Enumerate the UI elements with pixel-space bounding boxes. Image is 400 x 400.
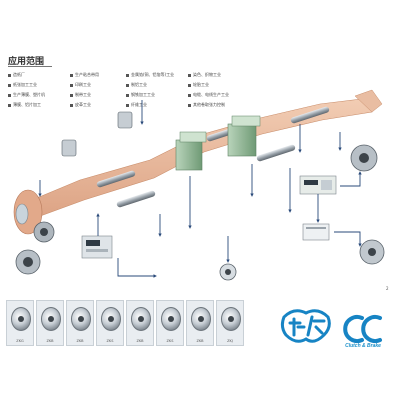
product-label: ZKB [136,339,144,343]
product-thumb[interactable]: ZKJ [216,300,244,346]
application-item: 电缆、电线生产工业 [188,92,229,98]
motor-icon [61,139,77,157]
product-thumb[interactable]: ZKG [6,300,34,346]
hub [198,316,204,322]
application-item: 其他卷取张力控制 [188,102,225,108]
product-label: ZKB [76,339,84,343]
dot-icon [70,83,73,87]
application-item: 制带工业 [70,92,91,98]
application-item: 制铝工业 [126,82,147,88]
product-thumb[interactable]: ZKB [66,300,94,346]
application-item: 轮胎工业 [188,82,209,88]
application-item: 染色、织物工业 [188,72,221,78]
hub [168,316,174,322]
product-thumb[interactable]: ZKB [126,300,154,346]
clutch-disc-icon [15,249,41,275]
dot-icon [126,93,129,97]
product-gallery: ZKG ZKB ZKB ZKS ZKB ZKS ZKB ZKJ [6,300,256,348]
application-item: 金属箔(铜、铝箔等)工业 [126,72,174,78]
dot-icon [188,83,191,87]
dot-icon [126,103,129,107]
application-item: 生产粘合带用 [70,72,99,78]
roller-icon [116,190,156,208]
product-thumb[interactable]: ZKB [186,300,214,346]
dot-icon [126,73,129,77]
processing-machine [227,115,261,157]
roller-icon [96,170,136,188]
application-item: 钢铁加工工业 [126,92,155,98]
product-label: ZKG [16,339,24,343]
product-label: ZKS [166,339,174,343]
application-item: 纤维工业 [126,102,147,108]
product-label: ZKB [46,339,54,343]
dot-icon [188,73,191,77]
application-list: 造纸厂 纸张加工工业 生产薄膜、塑片机 薄膜、铝片加工 生产粘合带用 印刷工业 … [8,72,258,116]
hub [78,316,84,322]
product-thumb[interactable]: ZKS [156,300,184,346]
dot-icon [8,103,11,107]
dot-icon [8,73,11,77]
belt-fold [354,89,383,113]
page-number: 2 [386,286,389,291]
roller-icon [256,144,296,162]
hub [138,316,144,322]
clutch-disc-icon [350,144,378,172]
section-title: 应用范围 [8,57,45,67]
chinese-logo-icon [280,309,331,343]
signal-lines [38,100,362,278]
application-item: 印刷工业 [70,82,91,88]
dot-icon [188,93,191,97]
dot-icon [8,83,11,87]
hub [18,316,24,322]
sensor-icon [219,263,237,281]
tension-controller [299,175,337,195]
cc-logo-icon [343,315,382,343]
unwind-roll [13,189,43,235]
dot-icon [126,83,129,87]
title-divider [8,66,52,67]
product-thumb[interactable]: ZKS [96,300,124,346]
dot-icon [8,93,11,97]
application-item: 皮革工业 [70,102,91,108]
motor-icon [117,111,133,129]
product-label: ZKJ [227,339,233,343]
application-item: 纸张加工工业 [8,82,37,88]
power-supply [302,223,330,241]
product-thumb[interactable]: ZKB [36,300,64,346]
brand-tagline: Clutch & Brake [345,343,381,349]
hub [108,316,114,322]
dot-icon [70,93,73,97]
tension-controller [81,235,113,259]
application-item: 薄膜、铝片加工 [8,102,41,108]
product-label: ZKS [106,339,114,343]
application-item: 造纸厂 [8,72,25,78]
hub [48,316,54,322]
clutch-disc-icon [33,221,55,243]
process-diagram [13,89,385,281]
dot-icon [70,103,73,107]
product-label: ZKB [196,339,204,343]
hub [228,316,234,322]
dot-icon [70,73,73,77]
application-item: 生产薄膜、塑片机 [8,92,45,98]
processing-machine [175,131,207,171]
clutch-disc-icon [359,239,385,265]
dot-icon [188,103,191,107]
roller-icon [290,106,330,124]
